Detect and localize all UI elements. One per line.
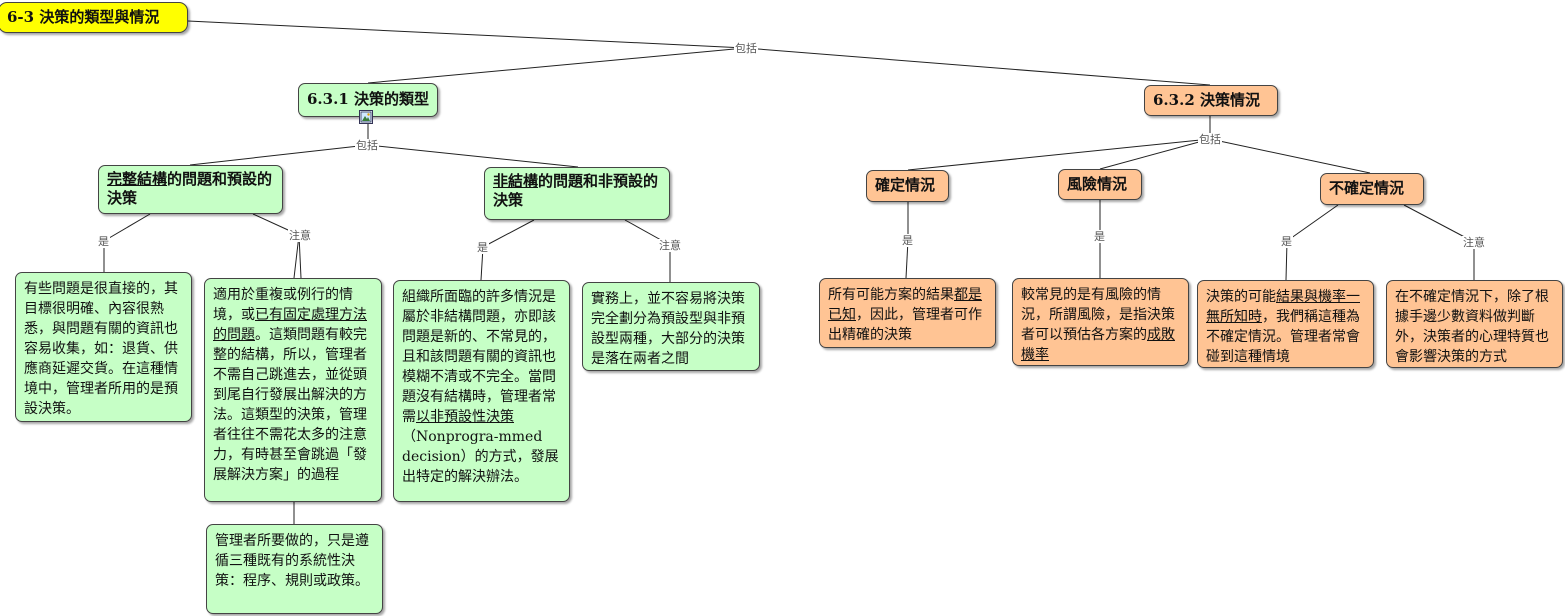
risk-node[interactable]: 風險情況 bbox=[1058, 169, 1142, 200]
link-uncertain-note bbox=[1403, 204, 1475, 243]
certain-desc-b: ，因此，管理者可作出精確的決策 bbox=[828, 307, 982, 343]
certain-title: 確定情況 bbox=[875, 176, 936, 194]
image-icon[interactable] bbox=[359, 110, 373, 124]
structured-node[interactable]: 完整結構的問題和預設的決策 bbox=[98, 165, 283, 214]
structured-note-a: 適用於重複或例行的情境，或 bbox=[213, 287, 353, 323]
unstructured-desc-node[interactable]: 組織所面臨的許多情況是屬於非結構問題，亦即該問題是新的、不常見的，且和該問題有關… bbox=[393, 280, 570, 502]
certain-node[interactable]: 確定情況 bbox=[866, 170, 949, 202]
structured-note-underlined: 已有固定處理方法的問題 bbox=[213, 307, 367, 343]
root-title: 6-3 決策的類型與情況 bbox=[7, 8, 160, 26]
structured-desc-node[interactable]: 有些問題是很直接的，其目標很明確、內容很熟悉，與問題有關的資訊也容易收集，如：退… bbox=[15, 272, 192, 422]
link-label-uncertain-is: 是 bbox=[1280, 235, 1293, 248]
link-include-situations bbox=[744, 47, 1211, 86]
link-label-certain-is: 是 bbox=[901, 234, 914, 247]
link-uncertain-is bbox=[1286, 204, 1339, 242]
structured-desc: 有些問題是很直接的，其目標很明確、內容很熟悉，與問題有關的資訊也容易收集，如：退… bbox=[24, 281, 178, 417]
situations-title: 6.3.2 決策情況 bbox=[1153, 91, 1260, 109]
risk-desc-underlined: 成敗機率 bbox=[1021, 327, 1175, 363]
types-title: 6.3.1 決策的類型 bbox=[307, 90, 429, 108]
unstructured-desc-b: （Nonprogra-mmed decision）的方式，發展出特定的解決辦法。 bbox=[402, 429, 559, 485]
link-include-types bbox=[367, 47, 746, 84]
link-include-risk bbox=[1099, 138, 1211, 170]
certain-desc-underlined: 都是已知 bbox=[828, 287, 982, 323]
link-structured-is bbox=[103, 213, 151, 242]
uncertain-title: 不確定情況 bbox=[1329, 179, 1405, 197]
link-note-desc-b bbox=[298, 234, 302, 279]
unstructured-note-node[interactable]: 實務上，並不容易將決策完全劃分為預設型與非預設型兩種，大部分的決策是落在兩者之間 bbox=[582, 282, 760, 371]
unstructured-title-rest: 的問題和非預設的決策 bbox=[493, 172, 659, 209]
root-node[interactable]: 6-3 決策的類型與情況 bbox=[0, 2, 188, 33]
uncertain-desc-a: 決策的可能 bbox=[1206, 289, 1276, 305]
unstructured-node[interactable]: 非結構的問題和非預設的決策 bbox=[484, 167, 670, 220]
structured-title-underlined: 完整結構 bbox=[107, 170, 168, 188]
uncertain-desc-underlined: 結果與機率一無所知時 bbox=[1206, 289, 1360, 325]
structured-note-node[interactable]: 適用於重複或例行的情境，或已有固定處理方法的問題。這類問題有較完整的結構，所以，… bbox=[204, 278, 382, 502]
link-label-types-include: 包括 bbox=[355, 139, 379, 152]
unstructured-desc-a: 組織所面臨的許多情況是屬於非結構問題，亦即該問題是新的、不常見的，且和該問題有關… bbox=[402, 289, 556, 425]
certain-desc-node[interactable]: 所有可能方案的結果都是已知，因此，管理者可作出精確的決策 bbox=[819, 278, 996, 348]
link-unstructured-is bbox=[482, 219, 535, 248]
uncertain-desc-node[interactable]: 決策的可能結果與機率一無所知時，我們稱這種為不確定情況。管理者常會碰到這種情境 bbox=[1197, 280, 1374, 368]
structured-note2: 管理者所要做的，只是遵循三種既有的系統性決策：程序、規則或政策。 bbox=[215, 533, 369, 589]
link-include-uncertain bbox=[1209, 138, 1371, 174]
link-label-structured-is: 是 bbox=[97, 235, 110, 248]
link-label-structured-note: 注意 bbox=[288, 229, 312, 242]
link-types-structured bbox=[189, 144, 369, 166]
types-node[interactable]: 6.3.1 決策的類型 bbox=[298, 83, 438, 117]
link-label-risk-is: 是 bbox=[1093, 230, 1106, 243]
unstructured-note: 實務上，並不容易將決策完全劃分為預設型與非預設型兩種，大部分的決策是落在兩者之間 bbox=[591, 291, 745, 367]
link-label-situations-include: 包括 bbox=[1198, 133, 1222, 146]
link-label-root-include: 包括 bbox=[734, 42, 758, 55]
structured-note2-node[interactable]: 管理者所要做的，只是遵循三種既有的系統性決策：程序、規則或政策。 bbox=[206, 524, 383, 614]
unstructured-desc-underlined: 以非預設性決策 bbox=[416, 409, 514, 425]
risk-desc-a: 較常見的是有風險的情況，所謂風險，是指決策者可以預估各方案的 bbox=[1021, 287, 1175, 343]
uncertain-note: 在不確定情況下，除了根據手邊少數資料做判斷外，決策者的心理特質也會影響決策的方式 bbox=[1395, 289, 1549, 365]
link-types-unstructured bbox=[367, 144, 579, 168]
link-note-desc bbox=[293, 234, 300, 279]
unstructured-title-underlined: 非結構 bbox=[493, 172, 539, 190]
risk-desc-node[interactable]: 較常見的是有風險的情況，所謂風險，是指決策者可以預估各方案的成敗機率 bbox=[1012, 278, 1189, 366]
certain-desc-a: 所有可能方案的結果 bbox=[828, 287, 954, 303]
link-include-certain bbox=[907, 138, 1211, 171]
link-label-uncertain-note: 注意 bbox=[1462, 236, 1486, 249]
structured-note-b: 。這類問題有較完整的結構，所以，管理者不需自己跳進去，並從頭到尾自行發展出解決的… bbox=[213, 327, 367, 483]
link-root-include bbox=[187, 20, 746, 49]
uncertain-node[interactable]: 不確定情況 bbox=[1320, 173, 1424, 205]
structured-title-rest: 的問題和預設的決策 bbox=[107, 170, 273, 207]
situations-node[interactable]: 6.3.2 決策情況 bbox=[1144, 85, 1278, 116]
link-label-unstructured-is: 是 bbox=[476, 241, 489, 254]
link-label-unstructured-note: 注意 bbox=[658, 239, 682, 252]
uncertain-note-node[interactable]: 在不確定情況下，除了根據手邊少數資料做判斷外，決策者的心理特質也會影響決策的方式 bbox=[1386, 280, 1563, 368]
risk-title: 風險情況 bbox=[1067, 175, 1128, 193]
uncertain-desc-b: ，我們稱這種為不確定情況。管理者常會碰到這種情境 bbox=[1206, 309, 1360, 365]
